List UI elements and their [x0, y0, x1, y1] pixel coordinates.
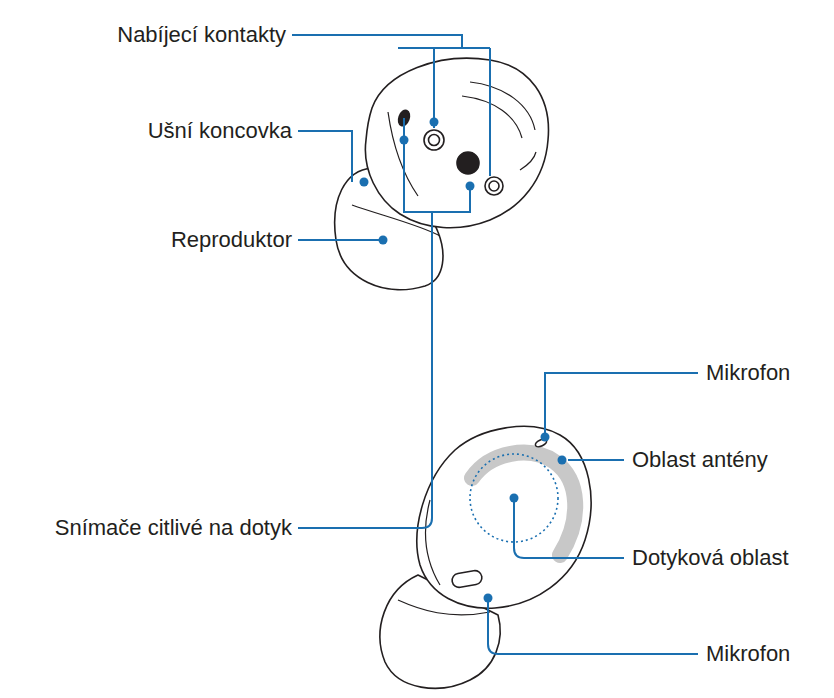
earbud-body [417, 426, 591, 608]
charging-contact [457, 152, 479, 174]
charging-contact [485, 177, 503, 195]
part-label: Dotyková oblast [632, 545, 789, 571]
part-label: Oblast antény [632, 447, 768, 473]
charging-contact [424, 130, 444, 150]
leader-dots [360, 118, 567, 603]
part-label: Snímače citlivé na dotyk [55, 515, 292, 541]
part-label: Ušní koncovka [148, 118, 292, 144]
part-label: Reproduktor [171, 227, 292, 253]
part-label: Nabíjecí kontakty [117, 22, 286, 48]
part-label: Mikrofon [706, 360, 790, 386]
microphone [451, 570, 483, 589]
antenna-area [472, 453, 575, 555]
part-label: Mikrofon [706, 641, 790, 667]
earbud-body [365, 58, 548, 227]
